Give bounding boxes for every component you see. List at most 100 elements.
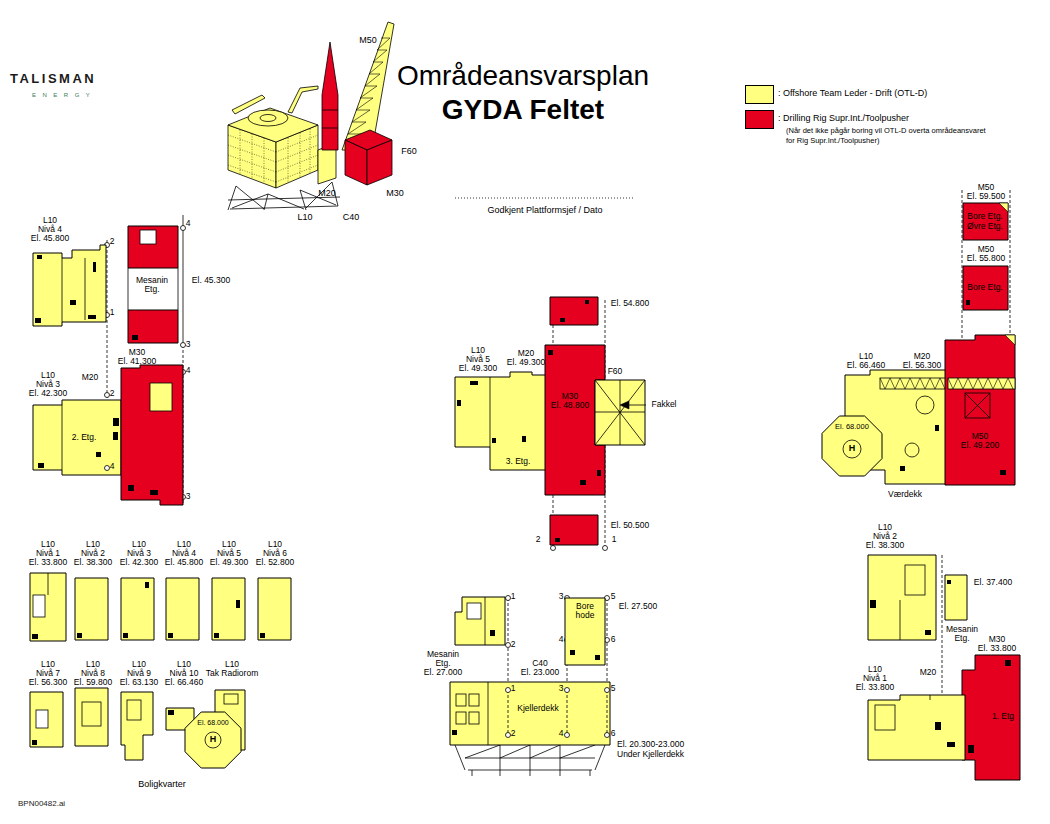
shape-part [168,710,174,715]
area-label: Nivå 3 [36,380,60,389]
area-shape: L10Nivå 1El. 33.800 [30,573,66,641]
shape-part [467,603,481,619]
shape-part [456,712,466,724]
area-outline [945,335,1015,485]
area-label: Fakkel [651,400,676,409]
legend-text: : Drilling Rig Supr.Int./Toolpusher [778,114,909,123]
area-label: M20 [82,373,99,382]
area-label: El. 63.130 [120,678,158,687]
shape-part [48,573,49,595]
text-label: L10 [297,213,312,222]
shape-part [1005,335,1015,345]
area-label: El. 38.300 [74,558,112,567]
area-label: L10 [177,540,191,549]
shape-part [948,378,1013,389]
shape-part [900,466,905,471]
area-label: Nivå 1 [863,674,887,683]
area-shape: El. 37.400MesaninEtg. [945,575,967,620]
area-label: El. 68.000 [197,719,229,726]
area-label: L10 [132,660,146,669]
area-label: El. 33.800 [29,558,67,567]
shape-part [88,315,96,319]
callout-points [105,226,610,648]
area-shape: L10Nivå 9El. 63.130 [121,692,153,760]
area-label: Nivå 10 [170,669,199,678]
area-outline [75,688,108,746]
shape-part [145,582,149,588]
shape-part [185,712,241,768]
area-label: El. 49.300 [210,558,248,567]
shape-part [522,436,526,442]
shape-part [925,630,931,635]
area-shape: L10Nivå 5El. 49.300 [212,578,245,640]
area-label: Nivå 5 [466,355,490,364]
shape-part [947,580,951,584]
area-label: Bore Etg. [967,283,1002,292]
shape-part [490,377,491,447]
text-label: BPN00482.ai [18,800,65,808]
text-label: M50 [359,36,377,45]
shape-part [33,400,121,475]
shape-part [567,690,568,735]
shape-part [945,575,967,620]
callout-number: 3 [186,340,191,349]
area-shape: BorehodeEl. 27.500 [565,598,605,665]
shape-part [450,682,610,745]
signature-line [455,198,633,199]
area-outline [258,578,291,640]
shape-part [30,573,66,641]
callout-number: 4 [559,635,564,644]
area-label: L10 [222,540,236,549]
area-label: El. 54.800 [611,299,649,308]
shape-part [506,688,511,693]
area-label: El. 33.800 [856,683,894,692]
area-label: El. 59.500 [967,192,1005,201]
shape-part [93,262,96,272]
area-label: M20 [518,349,535,358]
area-shape: M30El. 41.300 [121,365,183,505]
area-label: Nivå 3 [127,549,151,558]
area-outline [868,695,965,760]
area-shape: L10Nivå 8El. 59.800 [75,688,108,746]
shape-part [605,733,610,738]
area-label: El. 56.300 [29,678,67,687]
shape-part [555,538,560,542]
area-shape: M50El. 55.800Bore Etg. [963,266,1008,310]
shape-part [488,682,489,745]
platform-illustration [228,22,394,210]
shape-part [935,722,941,730]
callout-number: 5 [611,684,616,693]
area-shape: MesaninEtg.El. 27.000 [455,597,505,645]
shape-part [113,418,119,426]
area-label: El. 49.300 [459,364,497,373]
area-label: El. 66.460 [165,678,203,687]
shape-part [870,600,876,608]
area-label: L10 [868,665,882,674]
shape-part [965,393,990,418]
area-shape: El. 68.000H [185,712,241,768]
shape-part [36,710,48,728]
shape-part [168,633,173,638]
area-label: El. 66.460 [847,361,885,370]
shape-part [999,203,1008,212]
shape-part [32,740,37,745]
shape-part [32,634,38,639]
area-outline [212,578,245,640]
outline-bar [182,215,184,345]
area-label: Nivå 2 [81,549,105,558]
area-label: El. 27.500 [619,602,657,611]
area-shape: F60Fakkel [595,380,645,445]
callout-number: 3 [559,684,564,693]
area-shape: L10Nivå 4El. 45.800 [166,578,199,640]
shape-part [968,745,974,753]
area-label: El. 50.500 [611,521,649,530]
area-outline [75,578,108,640]
shape-part [585,300,589,304]
shape-part [966,300,970,305]
shape-part [121,365,183,505]
shape-part [105,466,110,471]
shape-part [905,443,919,457]
shape-part [965,393,990,418]
shape-part [620,401,629,409]
area-label: Bore Etg. [967,212,1002,221]
